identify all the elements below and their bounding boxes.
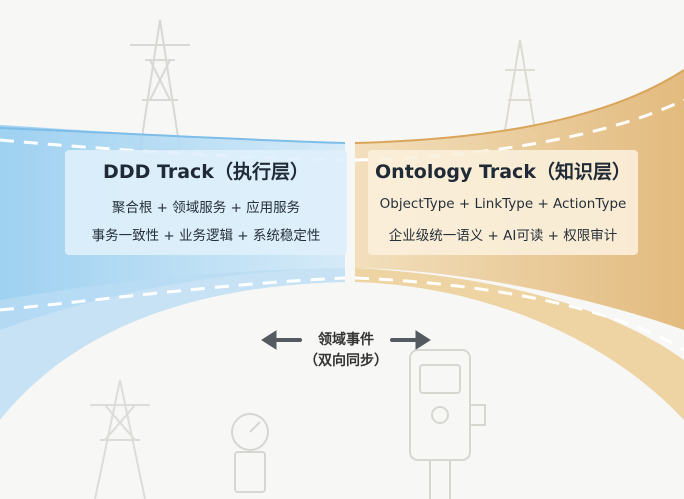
ontology-track-line2: 企业级统一语义 + AI可读 + 权限审计 <box>388 228 618 244</box>
bidirectional-sync-label: （双向同步） <box>304 353 388 369</box>
ontology-panel <box>368 150 638 255</box>
ddd-track-title: DDD Track（执行层） <box>103 161 309 183</box>
right-tower-icon <box>504 39 536 131</box>
domain-event-label: 领域事件 <box>318 332 374 348</box>
ontology-track-line1: ObjectType + LinkType + ActionType <box>379 196 627 212</box>
gauge-device-icon <box>231 413 269 493</box>
bidirectional-arrow-icon <box>261 330 431 350</box>
power-tower-bottom-icon <box>90 379 150 499</box>
ddd-panel <box>65 150 347 255</box>
ontology-track-title: Ontology Track（知识层） <box>375 161 631 183</box>
ddd-track-line1: 聚合根 + 领域服务 + 应用服务 <box>111 200 301 216</box>
ddd-track-line2: 事务一致性 + 业务逻辑 + 系统稳定性 <box>91 228 321 244</box>
power-tower-top-icon <box>130 19 190 151</box>
meter-device-icon <box>409 349 486 499</box>
